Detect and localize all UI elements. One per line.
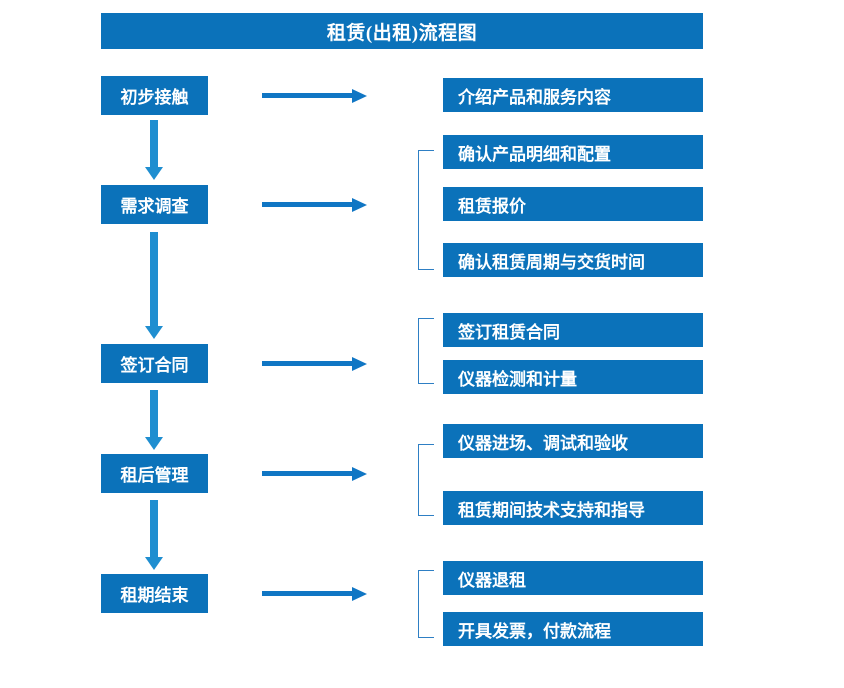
- arrow-shaft: [262, 361, 353, 366]
- stage-box-qiandinghetong[interactable]: 签订合同: [101, 344, 208, 383]
- detail-box-yiqijinchang[interactable]: 仪器进场、调试和验收: [443, 424, 703, 458]
- arrow-head: [352, 357, 367, 371]
- horizontal-arrow-5: [262, 585, 367, 601]
- detail-box-zulinqijianjishuzhichi[interactable]: 租赁期间技术支持和指导: [443, 491, 703, 525]
- arrow-shaft: [262, 591, 353, 596]
- detail-box-querenchanpinmingxi[interactable]: 确认产品明细和配置: [443, 135, 703, 169]
- detail-box-kaijufapiao[interactable]: 开具发票，付款流程: [443, 612, 703, 646]
- vertical-arrow-1: [145, 120, 163, 180]
- arrow-head: [145, 557, 163, 570]
- group-bracket-xuqiudiaocha: [418, 150, 434, 270]
- arrow-shaft: [150, 232, 158, 326]
- arrow-head: [352, 89, 367, 103]
- detail-box-qiandingzulinhetong[interactable]: 签订租赁合同: [443, 313, 703, 347]
- detail-box-yiqijianceheliliang[interactable]: 仪器检测和计量: [443, 360, 703, 394]
- arrow-shaft: [150, 390, 158, 437]
- detail-box-querenzulinzhouqi[interactable]: 确认租赁周期与交货时间: [443, 243, 703, 277]
- arrow-shaft: [150, 120, 158, 167]
- diagram-title: 租赁(出租)流程图: [101, 13, 703, 49]
- arrow-head: [352, 587, 367, 601]
- arrow-head: [145, 167, 163, 180]
- group-bracket-qiandinghetong: [418, 318, 434, 384]
- vertical-arrow-4: [145, 500, 163, 570]
- vertical-arrow-2: [145, 232, 163, 339]
- horizontal-arrow-4: [262, 465, 367, 481]
- stage-box-xuqiudiaocha[interactable]: 需求调查: [101, 185, 208, 224]
- arrow-shaft: [262, 471, 353, 476]
- arrow-head: [352, 198, 367, 212]
- group-bracket-zuqijieshu: [418, 570, 434, 638]
- horizontal-arrow-2: [262, 196, 367, 212]
- stage-box-chubujiechu[interactable]: 初步接触: [101, 76, 208, 115]
- detail-box-yiqituizu[interactable]: 仪器退租: [443, 561, 703, 595]
- detail-box-jieshaochanpin[interactable]: 介绍产品和服务内容: [443, 78, 703, 112]
- horizontal-arrow-1: [262, 87, 367, 103]
- arrow-shaft: [262, 93, 353, 98]
- arrow-head: [145, 326, 163, 339]
- stage-box-zuhouguanli[interactable]: 租后管理: [101, 454, 208, 493]
- arrow-shaft: [262, 202, 353, 207]
- arrow-head: [145, 437, 163, 450]
- group-bracket-zuhouguanli: [418, 444, 434, 516]
- vertical-arrow-3: [145, 390, 163, 450]
- stage-box-zuqijieshu[interactable]: 租期结束: [101, 574, 208, 613]
- detail-box-zulinbaojia[interactable]: 租赁报价: [443, 187, 703, 221]
- arrow-head: [352, 467, 367, 481]
- arrow-shaft: [150, 500, 158, 557]
- horizontal-arrow-3: [262, 355, 367, 371]
